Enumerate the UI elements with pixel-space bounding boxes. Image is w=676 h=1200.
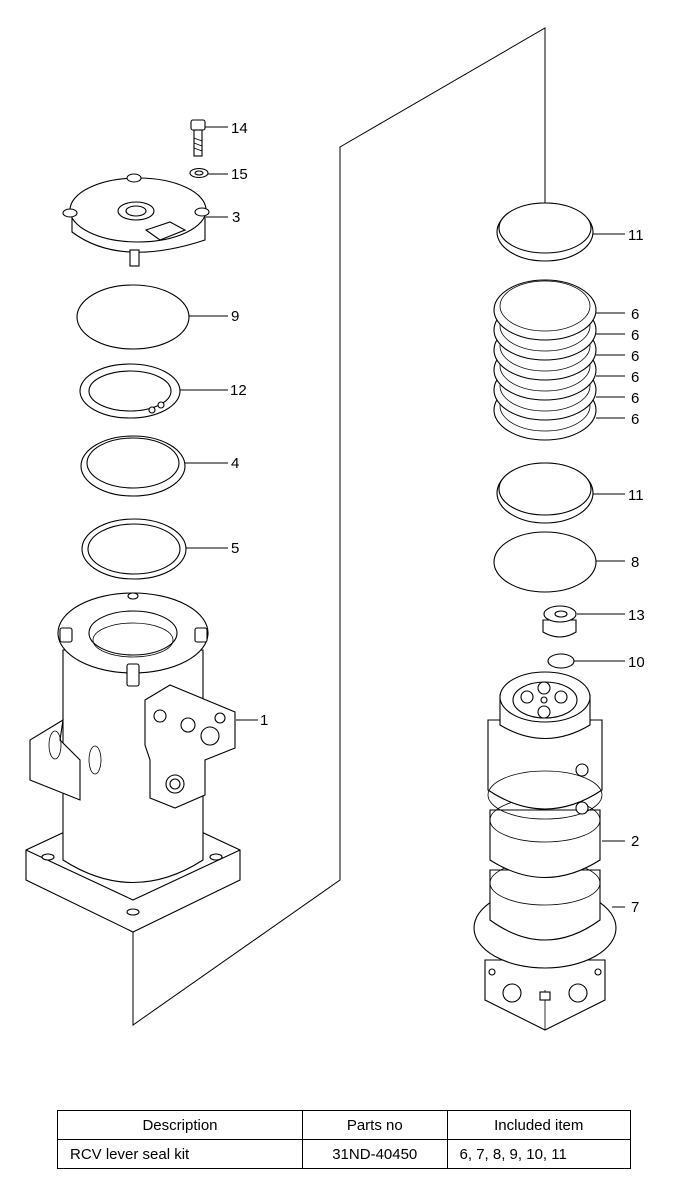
callout-11-bottom: 11 [628,487,644,504]
back-up-ring-top-part [496,202,594,262]
callout-12: 12 [230,382,247,399]
callout-10: 10 [628,654,645,671]
body-part [25,592,241,933]
table-row: RCV lever seal kit 31ND-40450 6, 7, 8, 9… [57,1139,632,1169]
callout-4: 4 [231,455,239,472]
back-up-ring-bottom-part [496,462,594,524]
washer-part [189,167,209,179]
callout-7: 7 [631,899,639,916]
bolt-part [190,119,206,157]
snap-ring-part [79,363,181,419]
callout-9: 9 [231,308,239,325]
callout-6-6: 6 [631,411,639,428]
o-ring-part [76,284,190,350]
exploded-parts-diagram: 14 15 3 9 12 4 5 1 11 6 6 6 6 6 6 11 8 1… [25,27,645,1031]
callout-6-1: 6 [631,306,639,323]
callout-13: 13 [628,607,645,624]
callout-8: 8 [631,554,639,571]
plug-part [542,605,577,638]
callout-2: 2 [631,833,639,850]
cell-included-item: 6, 7, 8, 9, 10, 11 [446,1139,632,1169]
assembly-guide-line [132,27,546,1026]
callout-1: 1 [260,712,268,729]
header-parts-no: Parts no [301,1110,448,1140]
callout-15: 15 [231,166,248,183]
callout-6-3: 6 [631,348,639,365]
header-included-item: Included item [446,1110,632,1140]
o-ring-small-part [547,653,575,669]
backup-ring-part [80,435,186,497]
callout-11-top: 11 [628,227,644,244]
callout-5: 5 [231,540,239,557]
cover-part [62,173,210,267]
cell-parts-no: 31ND-40450 [301,1139,448,1169]
cell-description: RCV lever seal kit [57,1139,303,1169]
o-ring-large-part [493,531,597,593]
callout-14: 14 [231,120,248,137]
table-header-row: Description Parts no Included item [57,1110,632,1140]
callout-6-4: 6 [631,369,639,386]
seal-part [81,518,187,580]
header-description: Description [57,1110,303,1140]
parts-table: Description Parts no Included item RCV l… [57,1110,632,1169]
callout-6-5: 6 [631,390,639,407]
callout-6-2: 6 [631,327,639,344]
seal-rings-stack [493,279,597,441]
spool-part [473,671,617,1031]
callout-3: 3 [232,209,240,226]
